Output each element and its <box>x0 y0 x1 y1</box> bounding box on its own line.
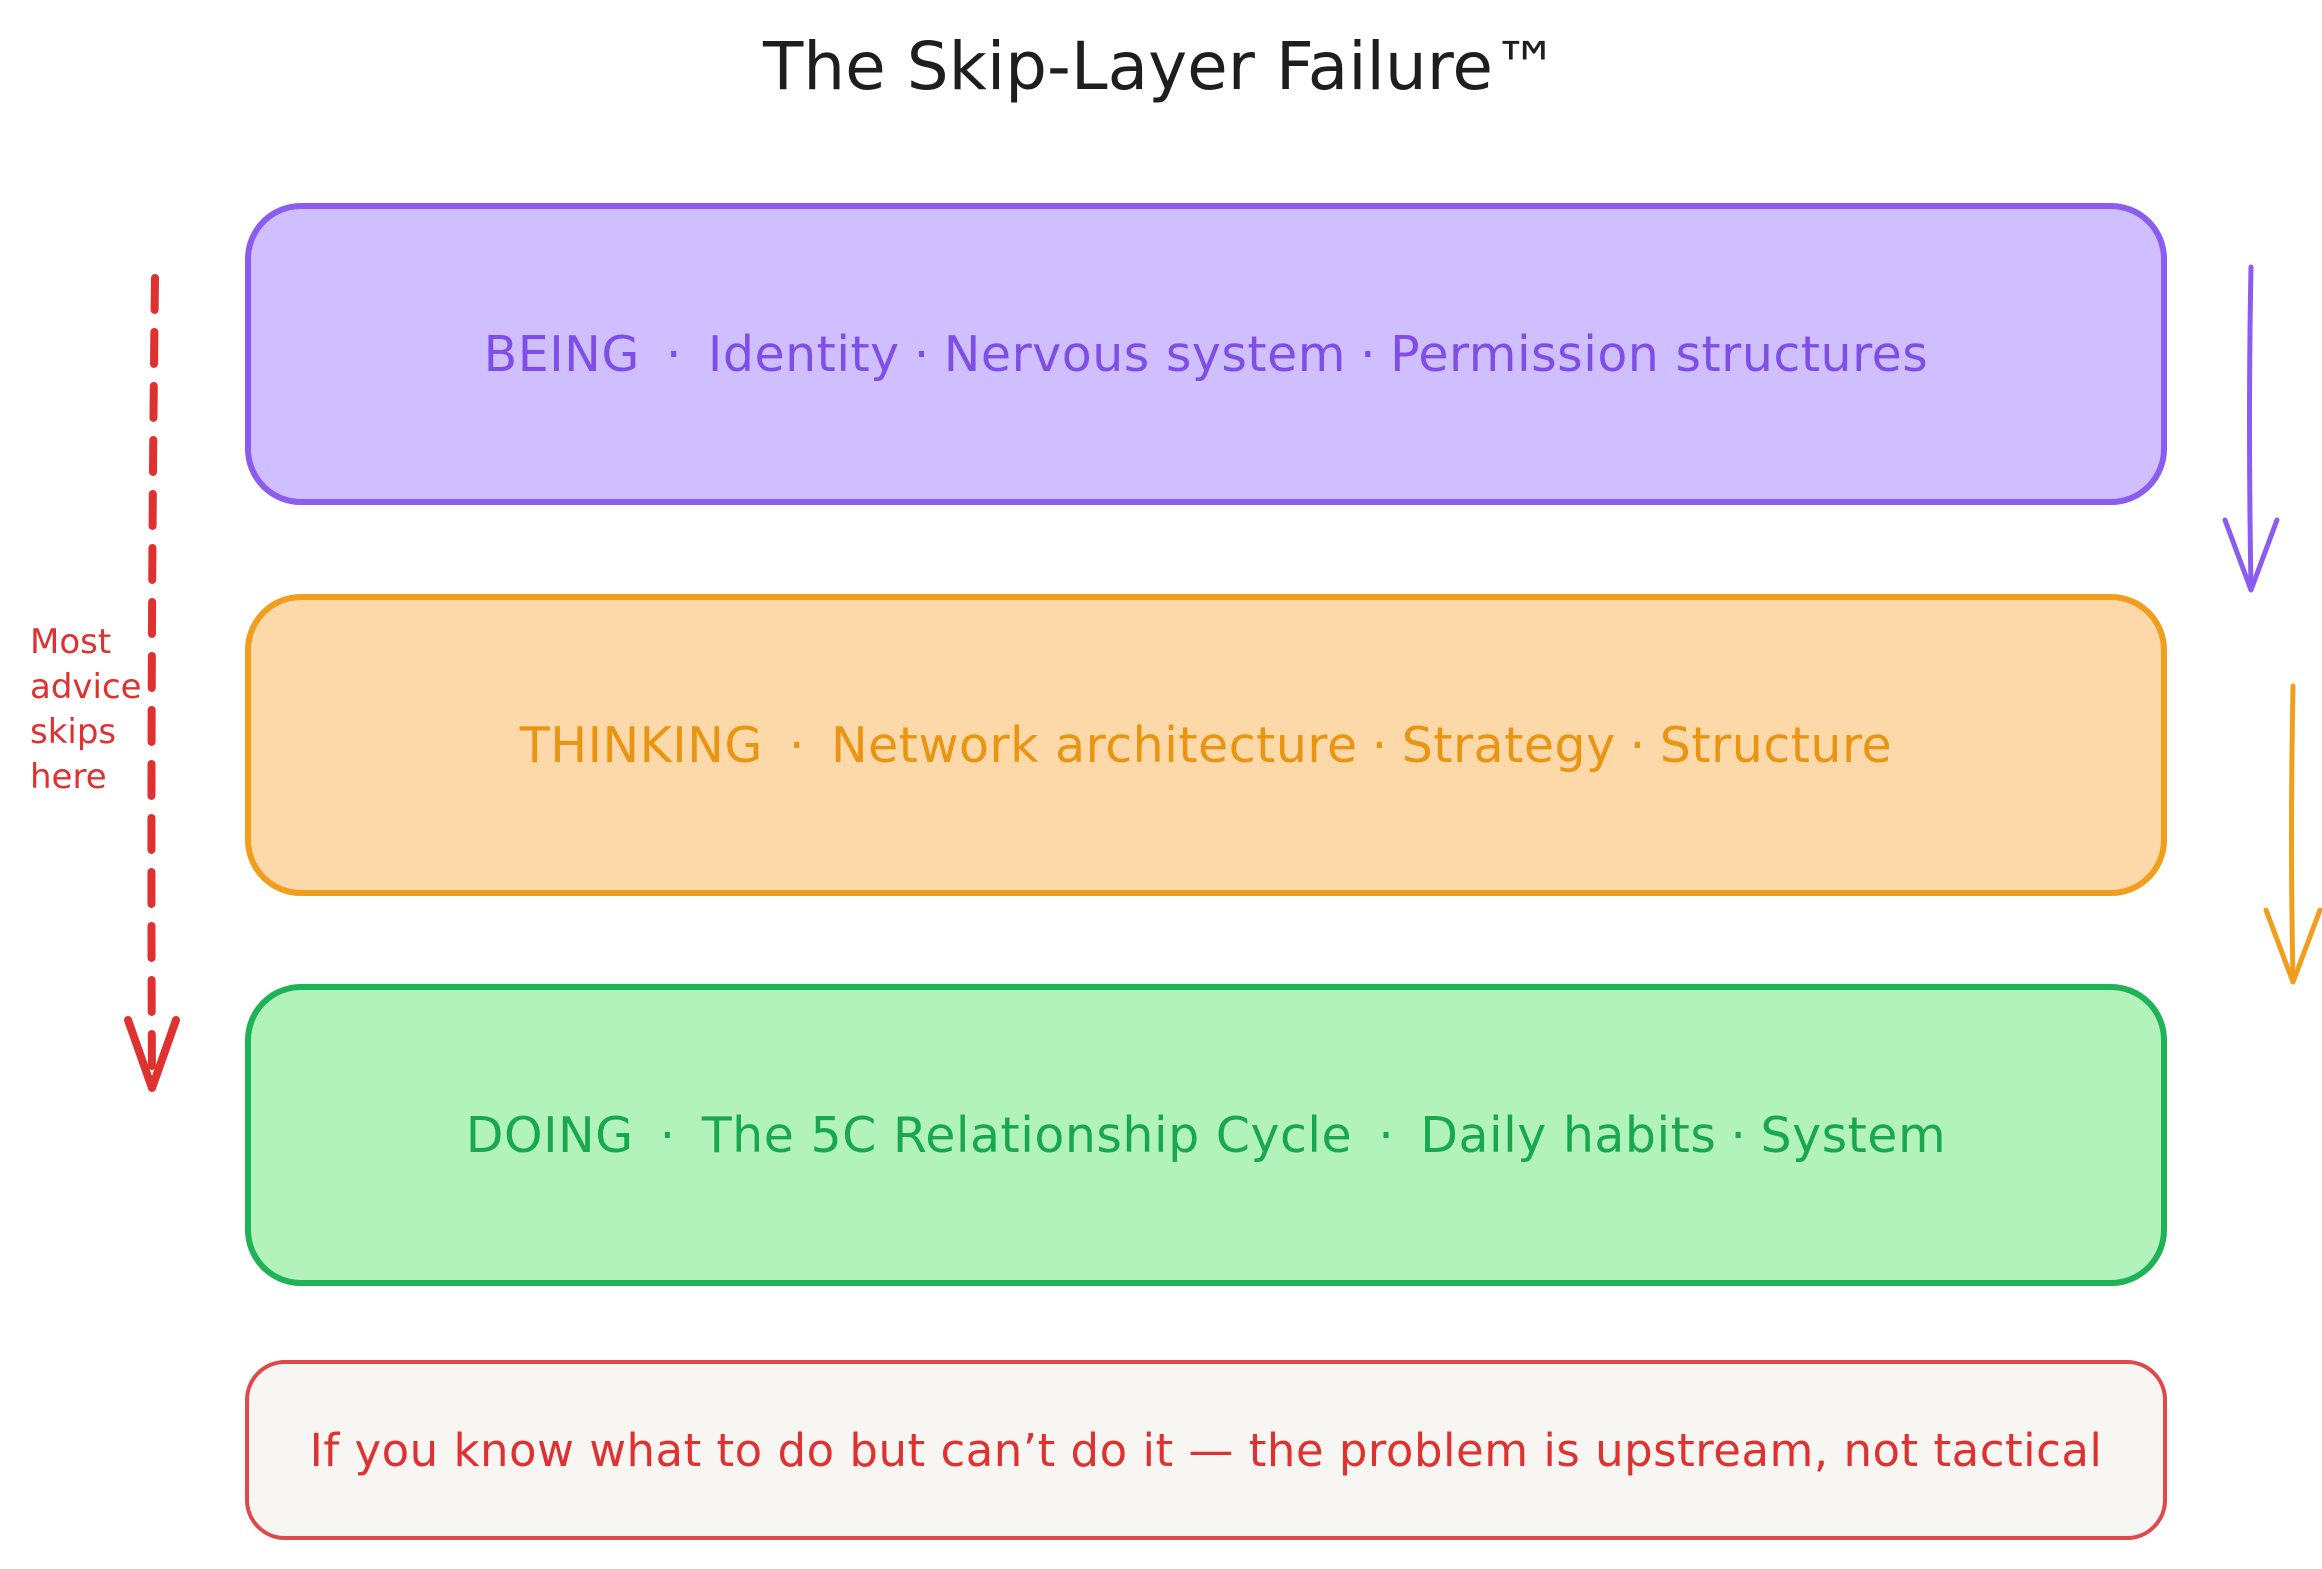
thinking-layer-name: THINKING <box>519 716 763 774</box>
skip-annotation-line-2: advice <box>30 667 142 707</box>
skip-annotation: Most advice skips here <box>30 620 150 800</box>
thinking-item-network-architecture: Network architecture <box>830 716 1358 774</box>
doing-layer-name: DOING <box>465 1106 634 1164</box>
thinking-item-strategy: Strategy <box>1401 716 1616 774</box>
skip-annotation-line-3: skips <box>30 712 117 752</box>
being-to-thinking-arrow <box>2222 264 2280 593</box>
doing-item-system: System <box>1760 1106 1947 1164</box>
being-layer-name: BEING <box>483 325 640 383</box>
being-item-identity: Identity <box>707 325 900 383</box>
being-item-nervous-system: Nervous system <box>943 325 1346 383</box>
skip-arrow-shaft <box>147 274 159 1089</box>
skip-annotation-line-4: here <box>30 757 107 797</box>
skip-arrow-head <box>124 1016 180 1092</box>
being-to-thinking-arrow-head <box>2222 517 2280 593</box>
thinking-to-doing-arrow-shaft <box>2289 683 2296 983</box>
thinking-item-structure: Structure <box>1659 716 1893 774</box>
diagram-title: The Skip-Layer Failure™ <box>762 28 1560 105</box>
upstream-note-text: If you know what to do but can’t do it —… <box>309 1423 2103 1477</box>
thinking-layer: THINKING · Network architecture · Strate… <box>245 594 2167 896</box>
doing-item-5c-cycle: The 5C Relationship Cycle <box>701 1106 1353 1164</box>
being-layer: BEING · Identity · Nervous system · Perm… <box>245 203 2167 505</box>
thinking-to-doing-arrow-head <box>2263 907 2322 985</box>
skip-annotation-line-1: Most <box>30 622 112 662</box>
doing-layer: DOING · The 5C Relationship Cycle · Dail… <box>245 984 2167 1286</box>
being-item-permission-structures: Permission structures <box>1390 325 1929 383</box>
upstream-note-box: If you know what to do but can’t do it —… <box>245 1360 2167 1540</box>
being-to-thinking-arrow-shaft <box>2247 264 2254 591</box>
doing-item-daily-habits: Daily habits <box>1420 1106 1717 1164</box>
thinking-to-doing-arrow <box>2263 683 2322 985</box>
